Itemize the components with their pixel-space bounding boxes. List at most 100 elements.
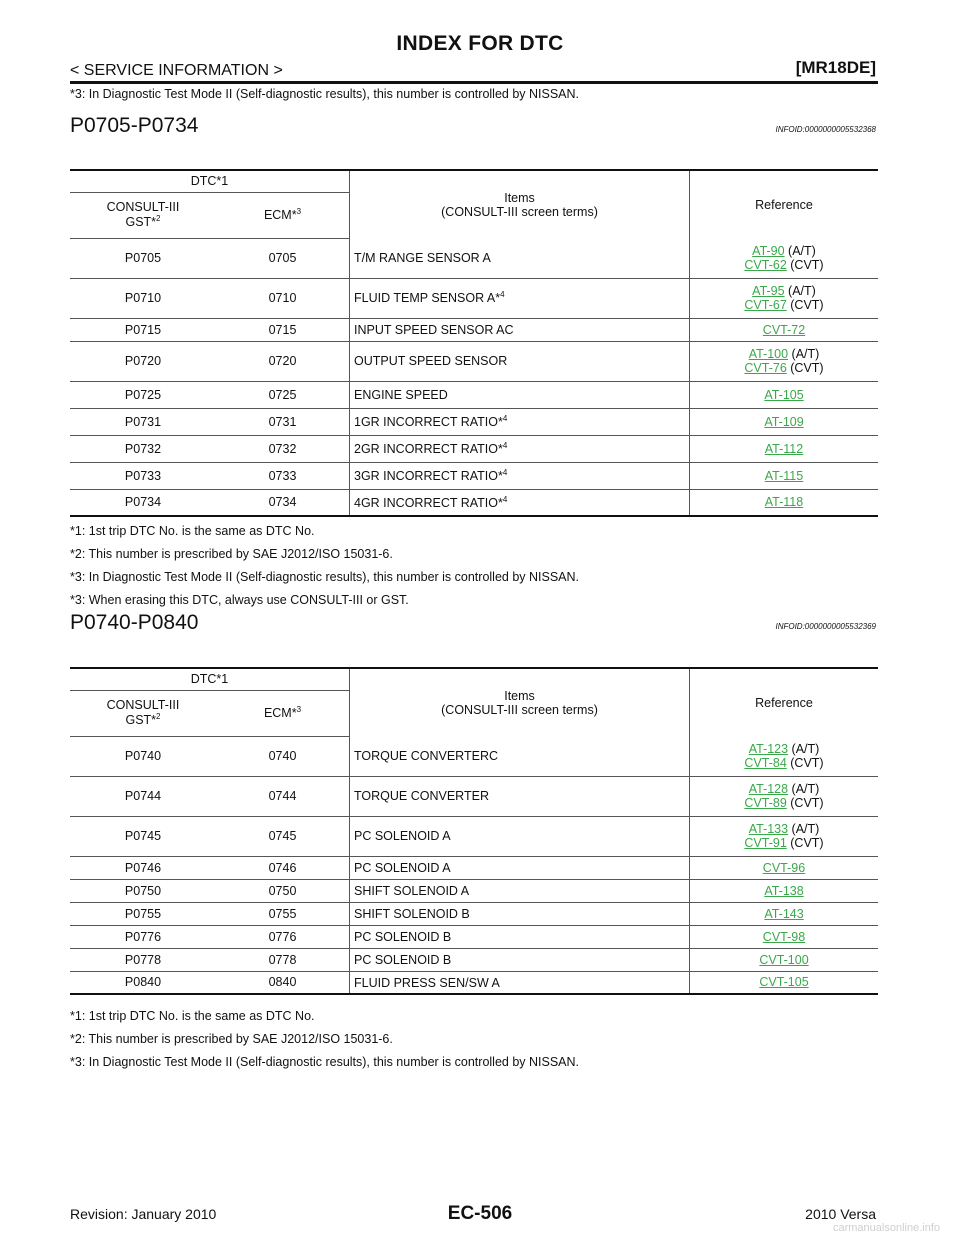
cell-ecm-code: 0755 <box>216 902 350 926</box>
cell-reference: AT-133 (A/T)CVT-91 (CVT) <box>689 816 878 857</box>
reference-line: AT-90 (A/T) <box>690 244 878 258</box>
reference-line: AT-112 <box>690 442 878 456</box>
header-gst-label: GST*2 <box>125 712 161 728</box>
reference-suffix: (CVT) <box>786 298 824 312</box>
cell-consult-code: P0732 <box>70 435 216 463</box>
header-consult-label: CONSULT-III <box>106 698 180 713</box>
reference-link[interactable]: CVT-96 <box>762 860 806 875</box>
cell-reference: AT-95 (A/T)CVT-67 (CVT) <box>689 278 878 319</box>
reference-line: CVT-62 (CVT) <box>690 258 878 272</box>
cell-ecm-code: 0731 <box>216 408 350 436</box>
reference-link[interactable]: AT-118 <box>764 495 804 510</box>
cell-ecm-code: 0725 <box>216 381 350 409</box>
cell-item: PC SOLENOID A <box>349 816 690 857</box>
cell-item: PC SOLENOID B <box>349 948 690 972</box>
header-items-label: Items <box>504 190 535 205</box>
reference-link[interactable]: AT-123 <box>748 741 789 756</box>
cell-ecm-code: 0734 <box>216 489 350 517</box>
cell-reference: AT-115 <box>689 462 878 490</box>
reference-link[interactable]: AT-109 <box>764 414 804 429</box>
reference-line: AT-100 (A/T) <box>690 347 878 361</box>
reference-suffix: (CVT) <box>786 796 824 810</box>
reference-link[interactable]: AT-112 <box>764 441 804 456</box>
cell-ecm-code: 0715 <box>216 318 350 342</box>
cell-ecm-code: 0740 <box>216 736 350 777</box>
reference-line: CVT-89 (CVT) <box>690 796 878 810</box>
cell-consult-code: P0734 <box>70 489 216 517</box>
reference-suffix: (CVT) <box>786 755 824 770</box>
reference-link[interactable]: CVT-91 <box>744 836 787 850</box>
reference-link[interactable]: AT-100 <box>748 347 789 361</box>
reference-line: AT-128 (A/T) <box>690 782 878 796</box>
cell-consult-code: P0733 <box>70 462 216 490</box>
infoid: INFOID:0000000005532369 <box>775 622 876 631</box>
cell-item: SHIFT SOLENOID A <box>349 879 690 903</box>
cell-reference: AT-112 <box>689 435 878 463</box>
header-items-sub: (CONSULT-III screen terms) <box>441 702 598 717</box>
reference-link[interactable]: CVT-62 <box>744 257 787 272</box>
reference-link[interactable]: AT-90 <box>752 243 785 258</box>
cell-reference: AT-100 (A/T)CVT-76 (CVT) <box>689 341 878 382</box>
top-note: *3: In Diagnostic Test Mode II (Self-dia… <box>70 87 580 101</box>
cell-reference: CVT-98 <box>689 925 878 949</box>
reference-suffix: (A/T) <box>788 782 820 796</box>
footnote: *2: This number is prescribed by SAE J20… <box>70 547 393 561</box>
reference-link[interactable]: AT-133 <box>748 822 789 836</box>
reference-link[interactable]: AT-105 <box>764 387 804 402</box>
footer-revision: Revision: January 2010 <box>70 1206 217 1222</box>
header-gst-label: GST*2 <box>125 214 161 230</box>
reference-link[interactable]: AT-95 <box>752 284 785 298</box>
cell-reference: AT-138 <box>689 879 878 903</box>
reference-link[interactable]: CVT-89 <box>744 796 787 810</box>
footnote: *1: 1st trip DTC No. is the same as DTC … <box>70 1009 315 1023</box>
cell-item: OUTPUT SPEED SENSOR <box>349 341 690 382</box>
cell-consult-code: P0750 <box>70 879 216 903</box>
reference-link[interactable]: CVT-98 <box>762 929 806 944</box>
reference-link[interactable]: AT-143 <box>764 906 804 921</box>
cell-item: FLUID TEMP SENSOR A*4 <box>349 278 690 319</box>
cell-consult-code: P0746 <box>70 856 216 880</box>
reference-link[interactable]: AT-128 <box>748 782 789 796</box>
section-title: P0705-P0734 <box>70 114 199 137</box>
cell-item: T/M RANGE SENSOR A <box>349 238 690 279</box>
reference-line: CVT-67 (CVT) <box>690 298 878 312</box>
reference-link[interactable]: CVT-84 <box>744 755 787 770</box>
reference-link[interactable]: CVT-105 <box>759 975 809 990</box>
cell-consult-code: P0715 <box>70 318 216 342</box>
cell-consult-code: P0755 <box>70 902 216 926</box>
reference-line: CVT-105 <box>690 975 878 989</box>
footnote: *2: This number is prescribed by SAE J20… <box>70 1032 393 1046</box>
footnote: *3: In Diagnostic Test Mode II (Self-dia… <box>70 570 580 584</box>
cell-reference: AT-109 <box>689 408 878 436</box>
cell-consult-code: P0778 <box>70 948 216 972</box>
watermark: carmanualsonline.info <box>832 1222 940 1234</box>
section-label: < SERVICE INFORMATION > <box>70 62 283 79</box>
header-consult-label: CONSULT-III <box>106 200 180 215</box>
cell-ecm-code: 0750 <box>216 879 350 903</box>
reference-line: AT-133 (A/T) <box>690 822 878 836</box>
cell-reference: CVT-96 <box>689 856 878 880</box>
reference-suffix: (CVT) <box>786 836 824 850</box>
header-reference: Reference <box>689 667 878 736</box>
cell-consult-code: P0725 <box>70 381 216 409</box>
reference-link[interactable]: CVT-67 <box>744 298 787 312</box>
reference-line: AT-115 <box>690 469 878 483</box>
cell-consult-code: P0745 <box>70 816 216 857</box>
reference-link[interactable]: AT-115 <box>764 468 804 483</box>
reference-link[interactable]: AT-138 <box>764 883 804 898</box>
reference-link[interactable]: CVT-100 <box>759 952 809 967</box>
section-title: P0740-P0840 <box>70 611 199 634</box>
cell-ecm-code: 0776 <box>216 925 350 949</box>
reference-link[interactable]: CVT-76 <box>744 361 787 375</box>
reference-line: CVT-91 (CVT) <box>690 836 878 850</box>
reference-link[interactable]: CVT-72 <box>762 322 806 337</box>
